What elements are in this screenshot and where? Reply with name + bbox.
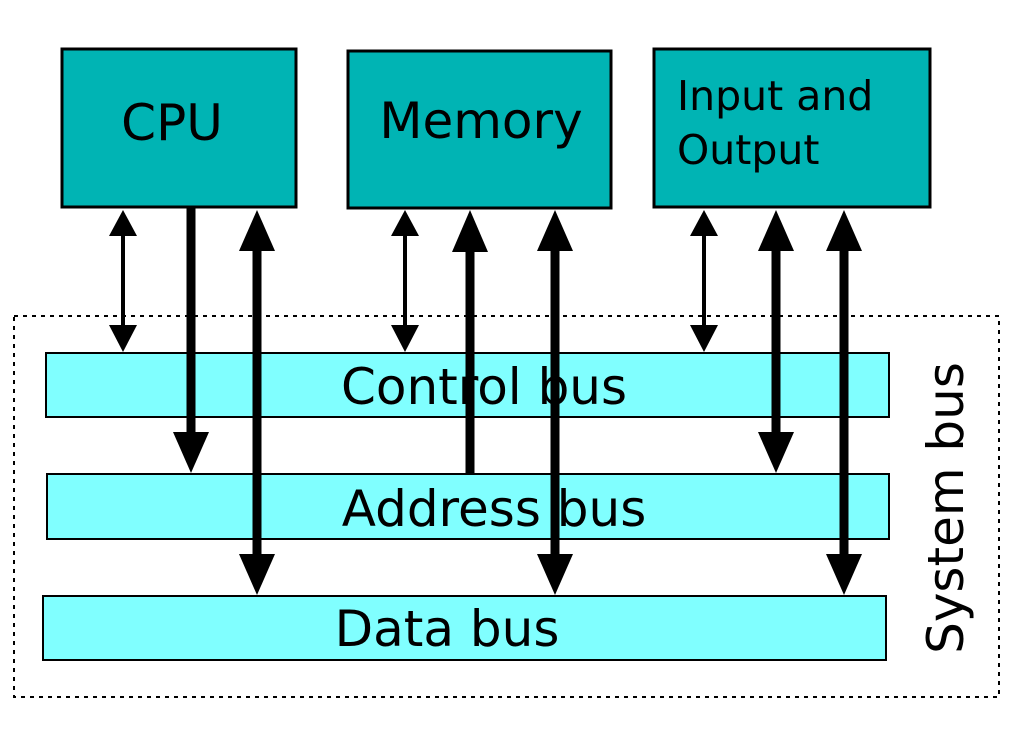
system-bus-label: System bus (917, 362, 975, 654)
cpu-address-arrow (173, 208, 209, 473)
io-label-line1: Input and (677, 72, 873, 120)
data-bus: Data bus (42, 595, 887, 661)
memory-box (346, 49, 613, 210)
system-bus-boundary (13, 315, 1000, 698)
memory-control-arrow (391, 210, 419, 352)
io-box (652, 47, 932, 209)
io-address-arrow (758, 210, 794, 473)
cpu-component: CPU (60, 47, 298, 209)
cpu-label: CPU (121, 94, 223, 152)
memory-address-arrow (452, 210, 488, 474)
cpu-data-arrow (239, 210, 275, 595)
memory-data-arrow (537, 210, 573, 595)
address-bus: Address bus (46, 473, 890, 540)
io-control-arrow (690, 210, 718, 352)
cpu-box (60, 47, 298, 209)
cpu-control-arrow (109, 210, 137, 352)
address-bus-label: Address bus (342, 480, 647, 538)
io-component: Input and Output (652, 47, 932, 209)
io-data-arrow (826, 210, 862, 595)
memory-component: Memory (346, 49, 613, 210)
io-label-line2: Output (677, 126, 819, 174)
data-bus-label: Data bus (335, 600, 560, 658)
data-bus-bar (42, 595, 887, 661)
control-bus-label: Control bus (341, 358, 627, 416)
memory-label: Memory (379, 92, 582, 150)
